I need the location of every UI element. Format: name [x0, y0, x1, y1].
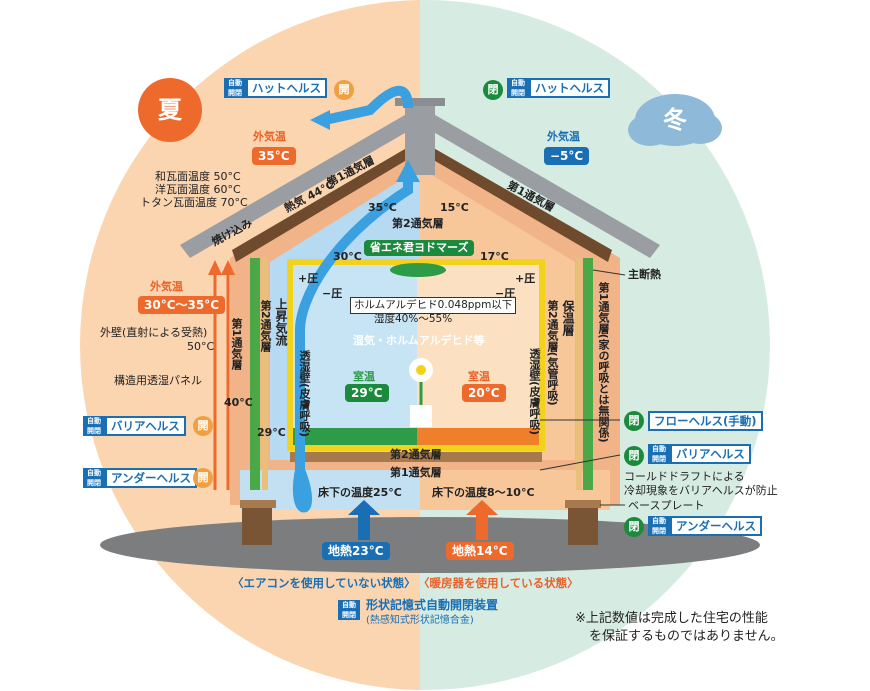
hat-left-open-icon: 開	[334, 80, 354, 100]
pressure-plus-left: +圧	[298, 272, 318, 285]
humidity-level: 湿度40%〜55%	[374, 313, 452, 326]
fan-icon	[390, 263, 446, 277]
floor-layer1-label: 第1通気層	[390, 466, 442, 479]
left-layer2-label: 第2通気層	[257, 300, 273, 352]
right-layer1-label: 第1通気層(家の呼吸とは無関係)	[595, 282, 611, 443]
wall-left-green	[250, 258, 260, 490]
left-permeable-wall: 透湿壁(皮膚呼吸)	[296, 350, 312, 437]
hat-right-closed-icon: 閉	[483, 80, 503, 100]
winter-outside-temp: −5°C	[544, 147, 589, 165]
flower-pot	[410, 405, 432, 427]
rising-air-label: 上昇気流	[273, 298, 290, 346]
ceiling-temp-right: 17°C	[480, 250, 509, 263]
fan-name: 省エネ君ヨドマーズ	[364, 240, 474, 256]
insulation-label: 保温層	[560, 300, 577, 336]
cold-draft-note-1: コールドドラフトによる	[624, 470, 745, 483]
room-temp-left: 29°C	[345, 384, 389, 402]
roof-temp-tin: トタン瓦面温度 70°C	[140, 196, 248, 209]
auto-device-badge: 自動開閉	[338, 600, 360, 620]
under-health-right: 自動開閉 アンダーヘルス	[648, 516, 762, 536]
wall-outside-label: 外気温	[150, 280, 183, 293]
device-subtitle: (熱感知式形状記憶合金)	[366, 614, 474, 627]
summer-outside-label: 外気温	[253, 130, 286, 143]
flow-health: フローヘルス(手動)	[648, 411, 763, 431]
formaldehyde-level: ホルムアルデヒド0.048ppm以下	[350, 297, 516, 314]
geothermal-right: 地熱14°C	[446, 542, 514, 560]
under-health-left: 自動開閉 アンダーヘルス	[83, 468, 197, 488]
pressure-plus-right: +圧	[515, 272, 535, 285]
exterior-wall-label: 外壁(直射による受熱)	[100, 326, 207, 339]
attic-temp-left: 35°C	[368, 201, 397, 214]
right-permeable-wall: 透湿壁(皮膚呼吸)	[526, 348, 542, 435]
summer-outside-temp: 35°C	[252, 147, 296, 165]
winter-label: 冬	[653, 98, 697, 142]
barrier-health-left: 自動開閉 バリアヘルス	[83, 416, 186, 436]
underfloor-temp-right: 床下の温度8〜10°C	[432, 486, 535, 499]
roof-temp-western: 洋瓦面温度 60°C	[155, 183, 241, 196]
state-left: 〈エアコンを使用していない状態〉	[232, 577, 416, 590]
base-plate-label: ベースプレート	[628, 499, 704, 512]
floor-right	[417, 428, 539, 445]
moisture-flow-label: 湿気・ホルムアルデヒド等	[353, 334, 485, 347]
geothermal-left: 地熱23°C	[322, 542, 390, 560]
room-temp-left-label: 室温	[353, 370, 375, 383]
floor-layer2-label: 第2通気層	[390, 448, 442, 461]
barrier-health-right: 自動開閉 バリアヘルス	[648, 444, 751, 464]
ceiling-temp-left: 30°C	[333, 250, 362, 263]
hat-health-right: 自動開閉 ハットヘルス	[507, 78, 610, 98]
permeable-panel-label: 構造用透湿パネル	[114, 374, 202, 387]
room-temp-right: 20°C	[462, 384, 506, 402]
left-wall-temp-29: 29°C	[257, 426, 286, 439]
cold-draft-note-2: 冷却現象をバリアヘルスが防止	[624, 484, 778, 497]
roof-temp-japanese: 和瓦面温度 50°C	[155, 170, 241, 183]
wall-right-wood	[576, 258, 582, 490]
attic-layer2-label: 第2通気層	[392, 217, 444, 230]
foundation-left	[242, 505, 272, 545]
under-left-open-icon: 開	[193, 468, 213, 488]
under-right-closed-icon: 閉	[624, 517, 644, 537]
state-right: 〈暖房器を使用している状態〉	[418, 577, 579, 590]
room-temp-right-label: 室温	[468, 370, 490, 383]
disclaimer-note: ※上記数値は完成した住宅の性能 を保証するものではありません。	[575, 610, 784, 646]
wall-left-wood	[262, 258, 268, 490]
left-layer1-label: 第1通気層	[228, 318, 244, 370]
right-layer2-label: 第2通気層(気管呼吸)	[544, 300, 560, 406]
pressure-minus-left: −圧	[322, 287, 342, 300]
wall-outside-temp: 30°C〜35°C	[138, 296, 225, 314]
hat-health-left: 自動開閉 ハットヘルス	[224, 78, 327, 98]
foundation-right	[568, 505, 598, 545]
flow-closed-icon: 閉	[624, 411, 644, 431]
attic-temp-right: 15°C	[440, 201, 469, 214]
barrier-left-open-icon: 開	[193, 416, 213, 436]
exterior-wall-temp: 50°C	[187, 340, 214, 353]
winter-outside-label: 外気温	[547, 130, 580, 143]
wall-right-green	[583, 258, 593, 490]
left-wall-temp-40: 40°C	[224, 396, 253, 409]
underfloor-temp-left: 床下の温度25°C	[318, 486, 402, 499]
main-insulation-label: 主断熱	[628, 268, 661, 281]
room-right	[417, 265, 539, 445]
barrier-right-closed-icon: 閉	[624, 446, 644, 466]
summer-label: 夏	[148, 88, 192, 132]
device-title: 形状記憶式自動開閉装置	[366, 599, 498, 612]
